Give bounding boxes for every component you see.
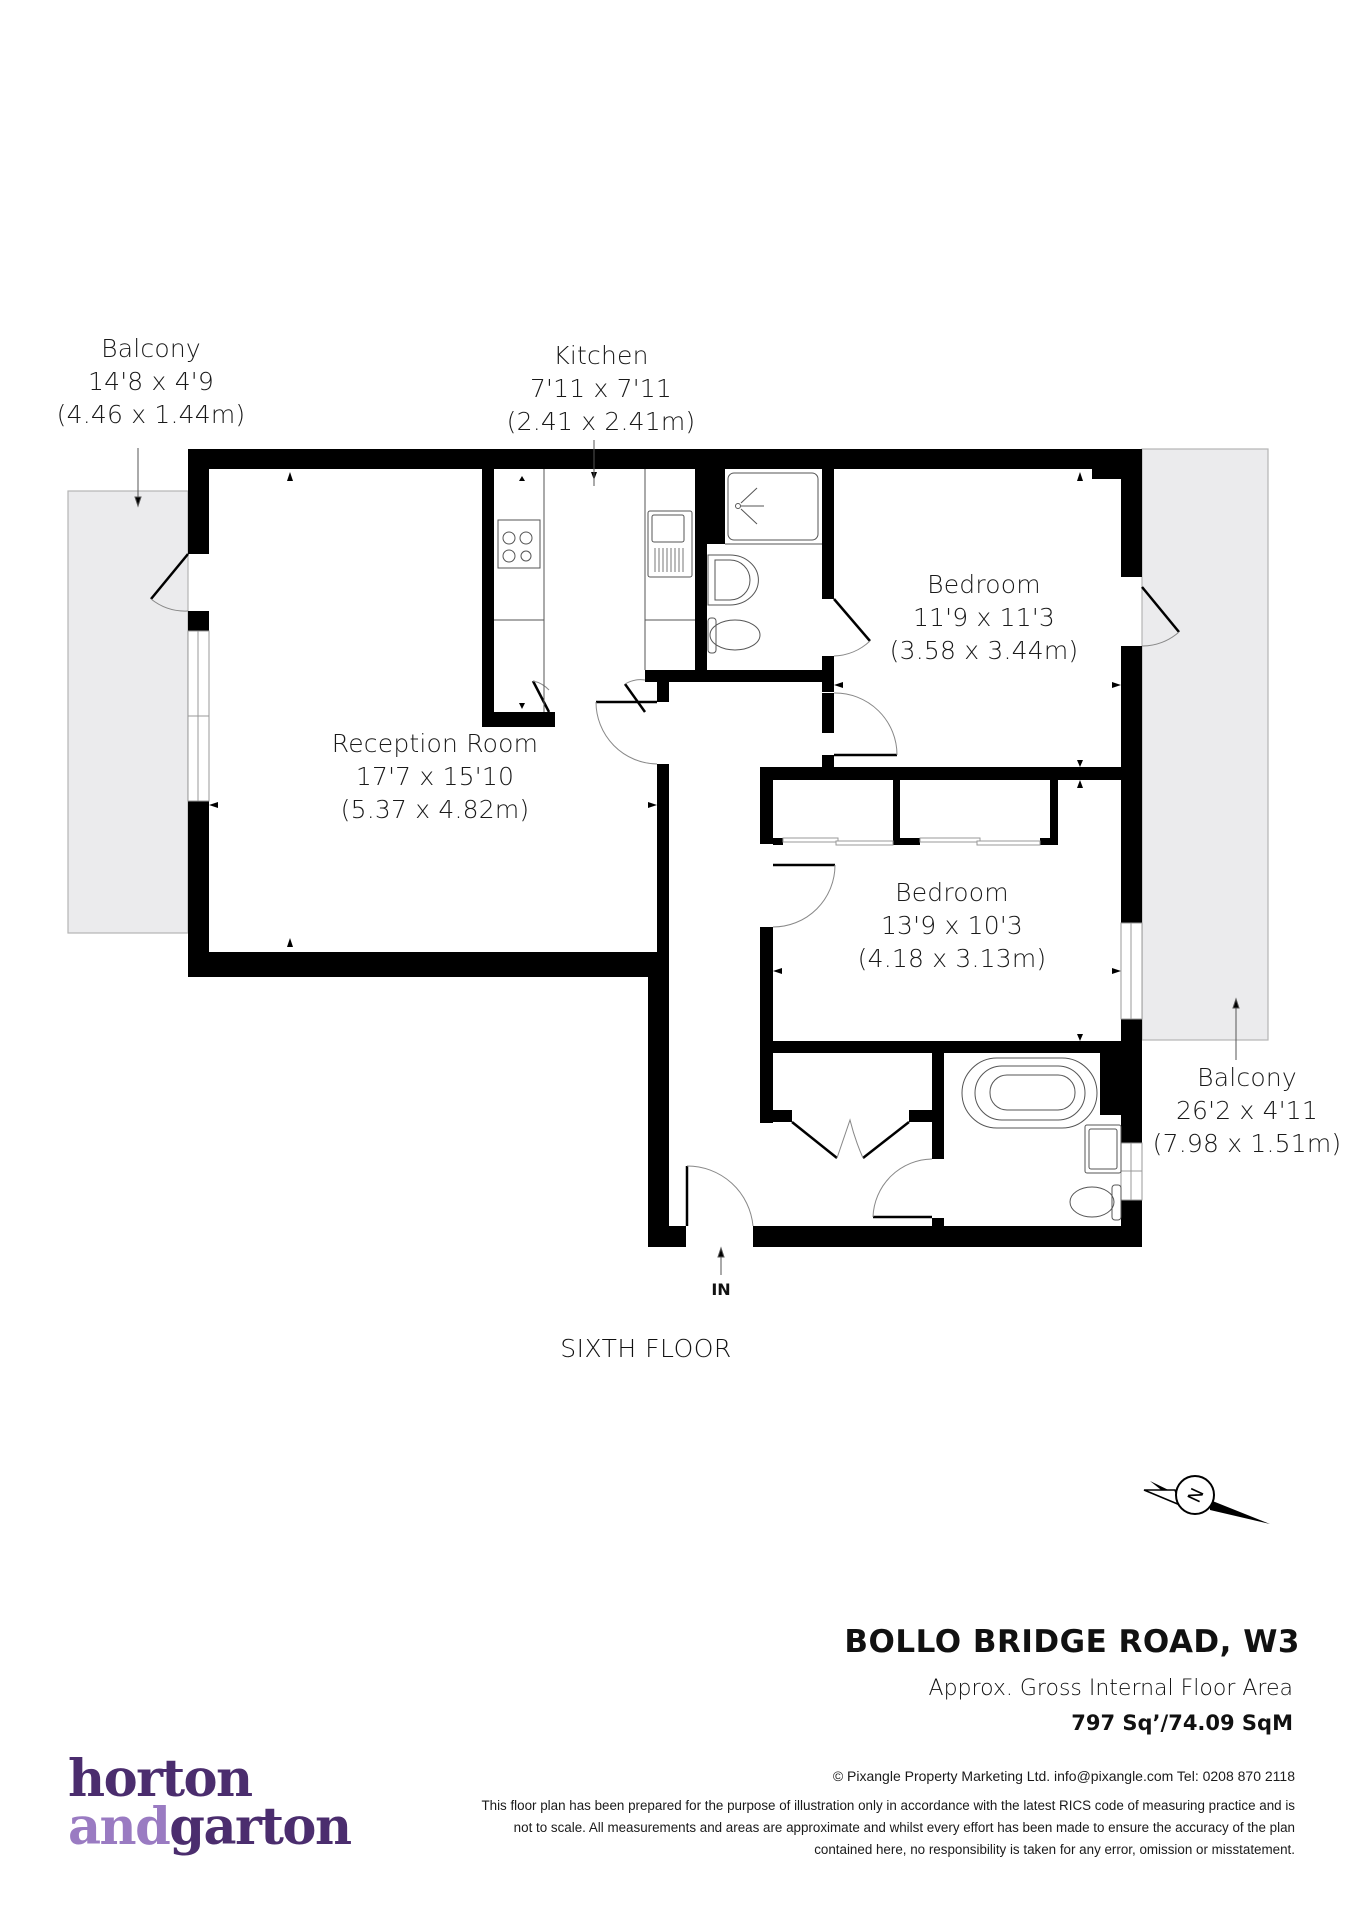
room-metric: (2.41 x 2.41m) [506, 407, 696, 436]
balcony-right [1141, 448, 1269, 1041]
room-metric: (4.18 x 3.13m) [857, 944, 1047, 973]
room-name: Balcony [1197, 1063, 1297, 1092]
disclaimer-line: not to scale. All measurements and areas… [513, 1820, 1295, 1835]
hob-icon [497, 519, 541, 569]
room-name: Kitchen [553, 341, 649, 370]
copyright-notice: © Pixangle Property Marketing Ltd. info@… [832, 1768, 1295, 1784]
basin-icon [707, 554, 759, 606]
compass-icon: N [1143, 1475, 1270, 1524]
room-imperial: 13'9 x 10'3 [880, 911, 1024, 940]
walls [188, 449, 1142, 1247]
room-imperial: 26'2 x 4'11 [1175, 1096, 1319, 1125]
room-metric: (7.98 x 1.51m) [1152, 1129, 1342, 1158]
room-imperial: 11'9 x 11'3 [912, 603, 1056, 632]
brand-logo: horton andgarton [68, 1754, 352, 1853]
logo-word-horton: horton [68, 1749, 253, 1809]
area-value: 797 Sq’/74.09 SqM [1071, 1711, 1293, 1735]
sink-icon [647, 510, 693, 578]
disclaimer: This floor plan has been prepared for th… [315, 1795, 1295, 1861]
room-imperial: 7'11 x 7'11 [529, 374, 673, 403]
balcony-left [67, 490, 189, 934]
room-imperial: 14'8 x 4'9 [88, 367, 214, 396]
room-name: Bedroom [927, 570, 1041, 599]
room-label-reception: Reception Room 17'7 x 15'10 (5.37 x 4.82… [332, 727, 538, 826]
room-metric: (4.46 x 1.44m) [56, 400, 246, 429]
shower-icon [727, 472, 819, 541]
room-metric: (3.58 x 3.44m) [889, 636, 1079, 665]
room-label-bedroom-2: Bedroom 13'9 x 10'3 (4.18 x 3.13m) [858, 876, 1047, 975]
room-name: Bedroom [895, 878, 1009, 907]
doors [150, 553, 1180, 1227]
floor-label: SIXTH FLOOR [560, 1334, 732, 1363]
area-caption: Approx. Gross Internal Floor Area [928, 1676, 1293, 1701]
room-name: Balcony [101, 334, 201, 363]
entrance-label: IN [711, 1280, 731, 1299]
room-metric: (5.37 x 4.82m) [340, 795, 530, 824]
room-label-kitchen: Kitchen 7'11 x 7'11 (2.41 x 2.41m) [507, 339, 696, 438]
room-label-balcony-right: Balcony 26'2 x 4'11 (7.98 x 1.51m) [1153, 1061, 1342, 1160]
disclaimer-line: This floor plan has been prepared for th… [481, 1798, 1295, 1813]
room-label-bedroom-1: Bedroom 11'9 x 11'3 (3.58 x 3.44m) [890, 568, 1079, 667]
windows [187, 630, 1143, 1201]
toilet-icon [709, 619, 761, 651]
leader-lines [134, 440, 1240, 1275]
logo-word-and: and [68, 1797, 171, 1857]
room-imperial: 17'7 x 15'10 [355, 762, 515, 791]
logo-word-garton: garton [169, 1797, 352, 1857]
property-address: BOLLO BRIDGE ROAD, W3 [844, 1624, 1300, 1660]
disclaimer-line: contained here, no responsibility is tak… [814, 1842, 1295, 1857]
bath-icon [961, 1057, 1098, 1129]
fixtures [494, 469, 1122, 1221]
room-name: Reception Room [331, 729, 539, 758]
room-label-balcony-left: Balcony 14'8 x 4'9 (4.46 x 1.44m) [57, 332, 246, 431]
